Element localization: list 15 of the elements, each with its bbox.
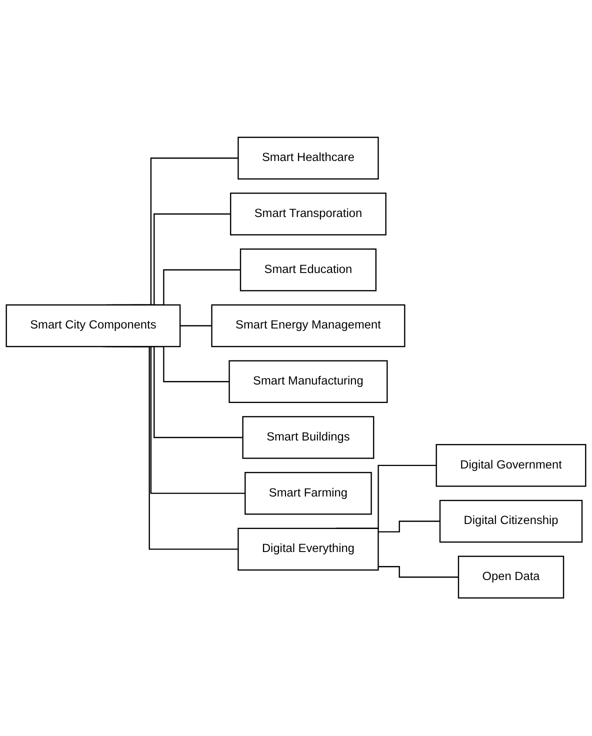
node-box: Smart Education xyxy=(240,248,377,292)
node-box: Smart Healthcare xyxy=(238,137,379,180)
node-box: Digital Government xyxy=(436,444,586,488)
node-box: Smart Transporation xyxy=(230,192,386,236)
connector xyxy=(180,326,212,327)
connector xyxy=(378,566,458,578)
node-box: Smart Energy Management xyxy=(211,304,406,348)
connector xyxy=(378,521,440,533)
node-box: Open Data xyxy=(458,556,564,599)
node-box: Smart Farming xyxy=(244,472,372,516)
node-box: Digital Citizenship xyxy=(439,500,583,544)
node-box: Digital Everything xyxy=(238,528,379,571)
node-box: Smart Buildings xyxy=(242,416,374,460)
node-box: Smart City Components xyxy=(6,304,181,348)
node-box: Smart Manufacturing xyxy=(228,360,388,404)
